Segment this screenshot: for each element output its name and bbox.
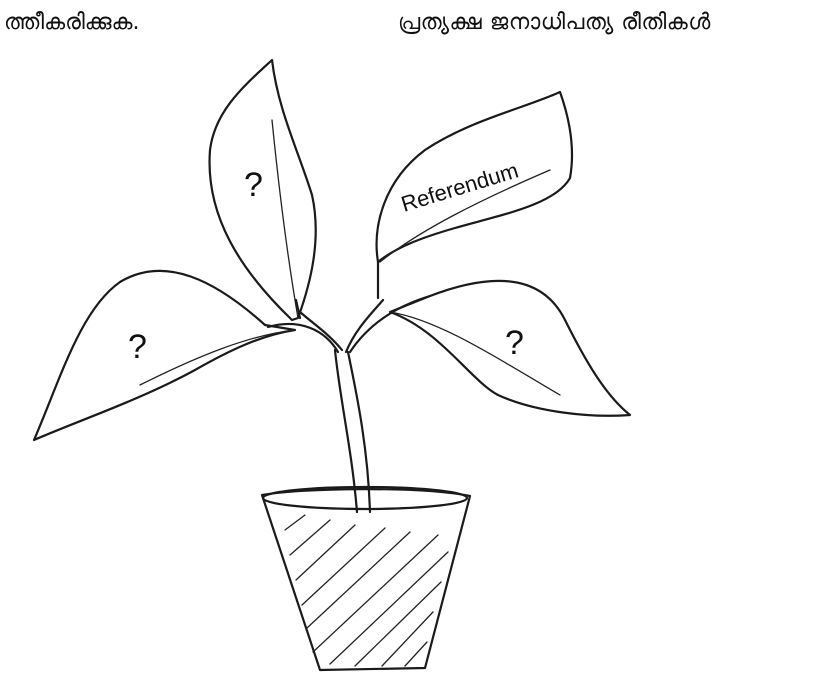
leaf-lower-right-label: ? <box>505 324 524 362</box>
leaf-top-left-label: ? <box>244 166 263 204</box>
flower-pot <box>262 487 470 670</box>
pot-hatching <box>285 515 448 666</box>
leaf-lower-left-label: ? <box>128 328 147 366</box>
leaf-lower-left <box>34 271 295 440</box>
